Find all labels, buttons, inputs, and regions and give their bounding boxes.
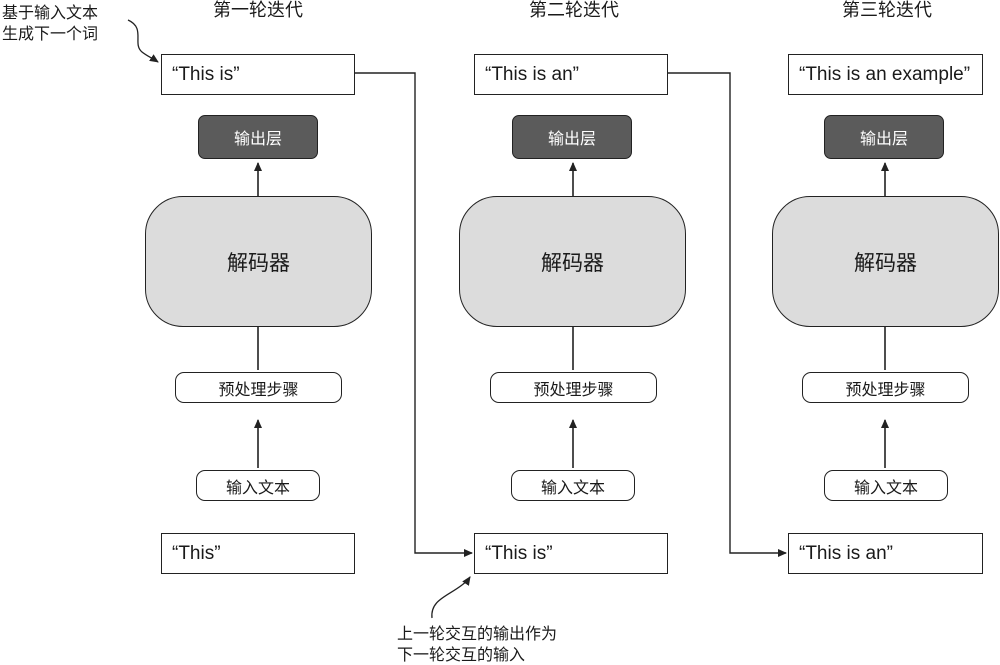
output-text-box-1: “This is” <box>161 54 355 95</box>
input-text-box-2: “This is” <box>474 533 668 574</box>
input-label-2: 输入文本 <box>511 470 635 501</box>
column-title-1: 第一轮迭代 <box>213 0 303 21</box>
note-bottom: 上一轮交互的输出作为 下一轮交互的输入 <box>397 623 557 665</box>
decoder-1: 解码器 <box>145 196 372 327</box>
preprocess-step-3: 预处理步骤 <box>802 372 969 403</box>
decoder-3: 解码器 <box>772 196 999 327</box>
output-layer-3: 输出层 <box>824 115 944 159</box>
input-label-3: 输入文本 <box>824 470 948 501</box>
input-text-box-3: “This is an” <box>788 533 983 574</box>
column-title-2: 第二轮迭代 <box>529 0 619 21</box>
output-text-box-3: “This is an example” <box>788 54 983 95</box>
note-top-left-line-2: 生成下一个词 <box>2 24 99 43</box>
output-layer-1: 输出层 <box>198 115 318 159</box>
decoder-2: 解码器 <box>459 196 686 327</box>
note-top-left: 基于输入文本 生成下一个词 <box>2 2 98 44</box>
preprocess-step-2: 预处理步骤 <box>490 372 657 403</box>
output-text-box-2: “This is an” <box>474 54 668 95</box>
note-bottom-line-1: 上一轮交互的输出作为 <box>397 624 558 643</box>
feedback-arrow-2-to-3 <box>668 72 787 557</box>
preprocess-step-1: 预处理步骤 <box>175 372 342 403</box>
input-text-box-1: “This” <box>161 533 355 574</box>
note-pointer-top <box>127 19 159 63</box>
output-layer-2: 输出层 <box>512 115 632 159</box>
note-top-left-line-1: 基于输入文本 <box>2 3 99 22</box>
note-pointer-bottom <box>431 576 471 619</box>
feedback-arrow-1-to-2 <box>355 72 473 557</box>
column-title-3: 第三轮迭代 <box>842 0 932 21</box>
input-label-1: 输入文本 <box>196 470 320 501</box>
note-bottom-line-2: 下一轮交互的输入 <box>397 645 526 664</box>
